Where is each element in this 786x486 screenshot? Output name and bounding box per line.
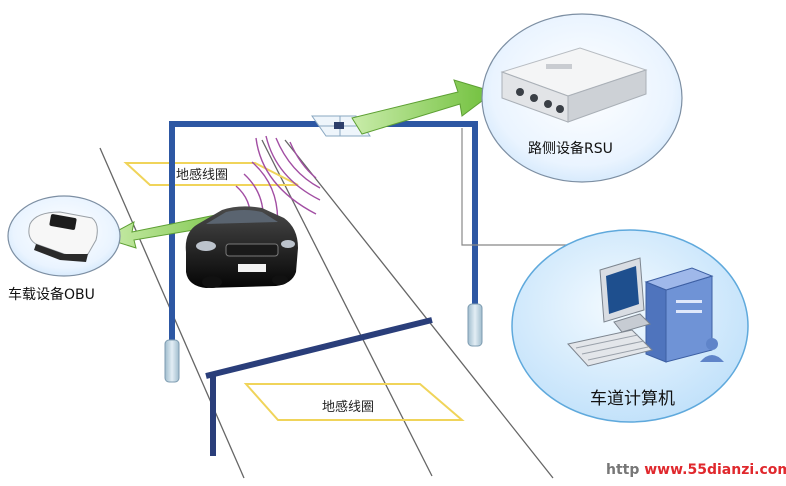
uplink-arrow: [351, 79, 496, 135]
gantry-left-pole-base: [164, 339, 180, 383]
rsu-bubble: [481, 13, 683, 183]
watermark-site: www.55dianzi.com: [644, 462, 786, 478]
car-icon: [185, 206, 298, 288]
obu-label: 车载设备OBU: [8, 287, 95, 303]
desktop-computer-icon: [567, 257, 724, 367]
rsu-device-icon: [500, 47, 648, 123]
signal-arc-7: [255, 137, 317, 215]
lane-computer-label: 车道计算机: [590, 389, 675, 409]
signal-arc-6: [265, 135, 321, 201]
road: [99, 139, 554, 479]
road-center-line: [261, 139, 433, 477]
induction-loop-top-label: 地感线圈: [176, 168, 229, 183]
signal-arc-5: [275, 137, 321, 189]
barrier-arm: [205, 317, 433, 379]
obu-bubble: [7, 195, 121, 277]
rsu-label: 路侧设备RSU: [528, 141, 613, 157]
gantry-right-pole-base: [467, 303, 483, 347]
barrier-gate: [205, 317, 433, 456]
induction-loop-top: [123, 162, 299, 186]
watermark-prefix: http: [606, 462, 640, 478]
induction-loop-bottom-label: 地感线圈: [322, 400, 375, 415]
road-right-edge: [284, 139, 554, 479]
signal-arc-4: [289, 141, 317, 179]
lane-computer-bubble: [511, 229, 749, 423]
site-watermark: http www.55dianzi.com: [606, 462, 786, 482]
induction-loop-bottom: [243, 383, 465, 421]
obu-device-icon: [28, 211, 98, 262]
